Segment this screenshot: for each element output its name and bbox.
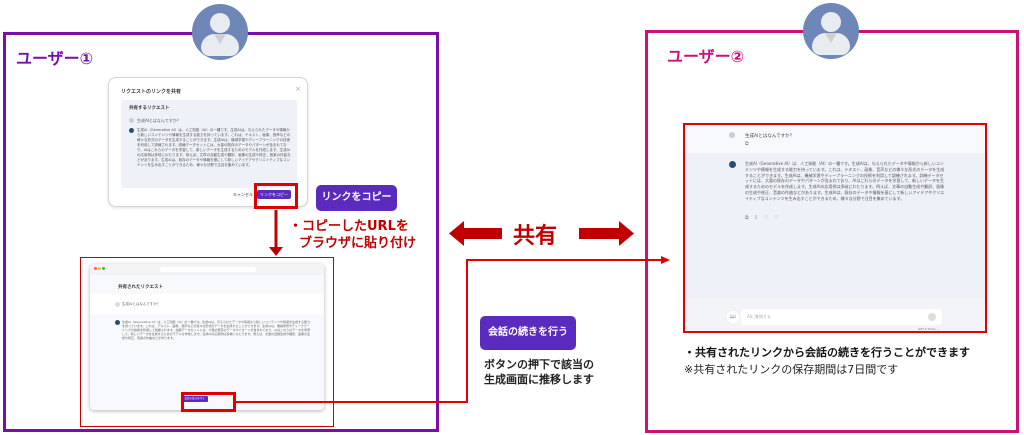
user1-avatar-icon (192, 4, 248, 60)
highlight-continue-button (181, 392, 236, 412)
ai-icon (115, 320, 120, 325)
ai-icon (729, 161, 736, 168)
continue-note: ボタンの押下で該当の 生成画面に推移します (484, 357, 594, 387)
continue-connector-head (661, 256, 670, 264)
continue-note-line2: 生成画面に推移します (484, 373, 594, 386)
cancel-button[interactable]: キャンセル (233, 192, 253, 197)
user2-avatar-icon (803, 3, 859, 59)
chat-answer-row: 生成AI（Generative AI）は、人工知能（AI）の一種です。生成AIは… (685, 153, 985, 299)
browser-continue-button[interactable]: 会話の続きを行う (181, 396, 208, 402)
user1-title: ユーザー① (16, 49, 94, 68)
browser-question: 生成AIとはなんですか？ (122, 302, 161, 306)
model-selector[interactable]: GPT-4 Turbo ⌄ (918, 327, 940, 331)
dialog-title: リクエストのリンクを共有 (121, 89, 182, 95)
book-icon[interactable]: 📖 (727, 311, 739, 323)
chat-answer: 生成AI（Generative AI）は、人工知能（AI）の一種です。生成AIは… (745, 161, 945, 201)
browser-question-row: 生成AIとはなんですか？ (90, 294, 324, 314)
highlight-copy-button (254, 183, 298, 209)
chat-screen: 生成AIとはなんですか？ ⧉ 生成AI（Generative AI）は、人工知能… (683, 123, 987, 333)
copy-icon[interactable]: ⧉ (745, 141, 749, 147)
minimize-dot-icon[interactable] (98, 267, 101, 270)
chat-input-placeholder: AIに質問する (747, 314, 771, 319)
send-icon[interactable] (928, 313, 936, 321)
share-arrow-right-head (619, 221, 634, 246)
share-label: 共有 (513, 224, 558, 249)
share-arrow-left-shaft (462, 228, 502, 239)
user2-note-bold: ・共有されたリンクから会話の続きを行うことができます (684, 346, 970, 359)
dialog-answer: 生成AI（Generative AI）は、人工知能（AI）の一種です。生成AIは… (137, 128, 291, 167)
dialog-question: 生成AIとはなんですか？ (137, 118, 181, 123)
maximize-dot-icon[interactable] (102, 267, 105, 270)
browser-highlight (80, 257, 334, 427)
continue-connector (236, 259, 662, 403)
answer-actions[interactable]: ⧉ ⇩ ♡ ♡ (745, 215, 781, 221)
copy-link-button[interactable]: リンクをコピー (316, 185, 397, 211)
user-icon (729, 132, 735, 138)
close-dot-icon[interactable] (94, 267, 97, 270)
chat-input[interactable]: AIに質問する (741, 309, 942, 325)
user2-title: ユーザー② (667, 47, 745, 66)
url-bar[interactable] (160, 267, 256, 272)
close-icon[interactable]: × (295, 85, 301, 93)
share-link-dialog: リクエストのリンクを共有 × 共有するリクエスト 生成AIとはなんですか？ 生成… (108, 77, 308, 207)
browser-toolbar (90, 264, 324, 275)
browser-window: 共有されたリクエスト 生成AIとはなんですか？ 生成AI（Generative … (90, 264, 324, 410)
user-icon (129, 118, 134, 123)
dialog-copy-link-button[interactable]: リンクをコピー (257, 190, 291, 199)
user-icon (115, 302, 120, 307)
chat-question-row: 生成AIとはなんですか？ ⧉ (685, 125, 985, 153)
chat-question: 生成AIとはなんですか？ (745, 134, 795, 139)
user2-note-plain: ※共有されたリンクの保存期間は7日間です (684, 363, 899, 376)
panel-header: 共有するリクエスト (129, 106, 170, 111)
ai-icon (129, 128, 134, 133)
paste-note: ・コピーしたURLを ブラウザに貼り付け (289, 218, 416, 252)
share-arrow-right-shaft (579, 228, 619, 239)
browser-answer: 生成AI（Generative AI）は、人工知能（AI）の一種です。生成AIは… (122, 320, 311, 340)
continue-conversation-button[interactable]: 会話の続きを行う (480, 316, 576, 350)
paste-note-line2: ブラウザに貼り付け (299, 236, 417, 251)
paste-note-line1: ・コピーしたURLを (289, 219, 409, 234)
shared-request-panel: 共有するリクエスト 生成AIとはなんですか？ 生成AI（Generative A… (121, 100, 297, 188)
browser-page-title: 共有されたリクエスト (118, 285, 163, 290)
share-arrow-left-head (449, 221, 464, 246)
down-arrow-head (269, 247, 283, 256)
continue-note-line1: ボタンの押下で該当の (484, 358, 594, 371)
